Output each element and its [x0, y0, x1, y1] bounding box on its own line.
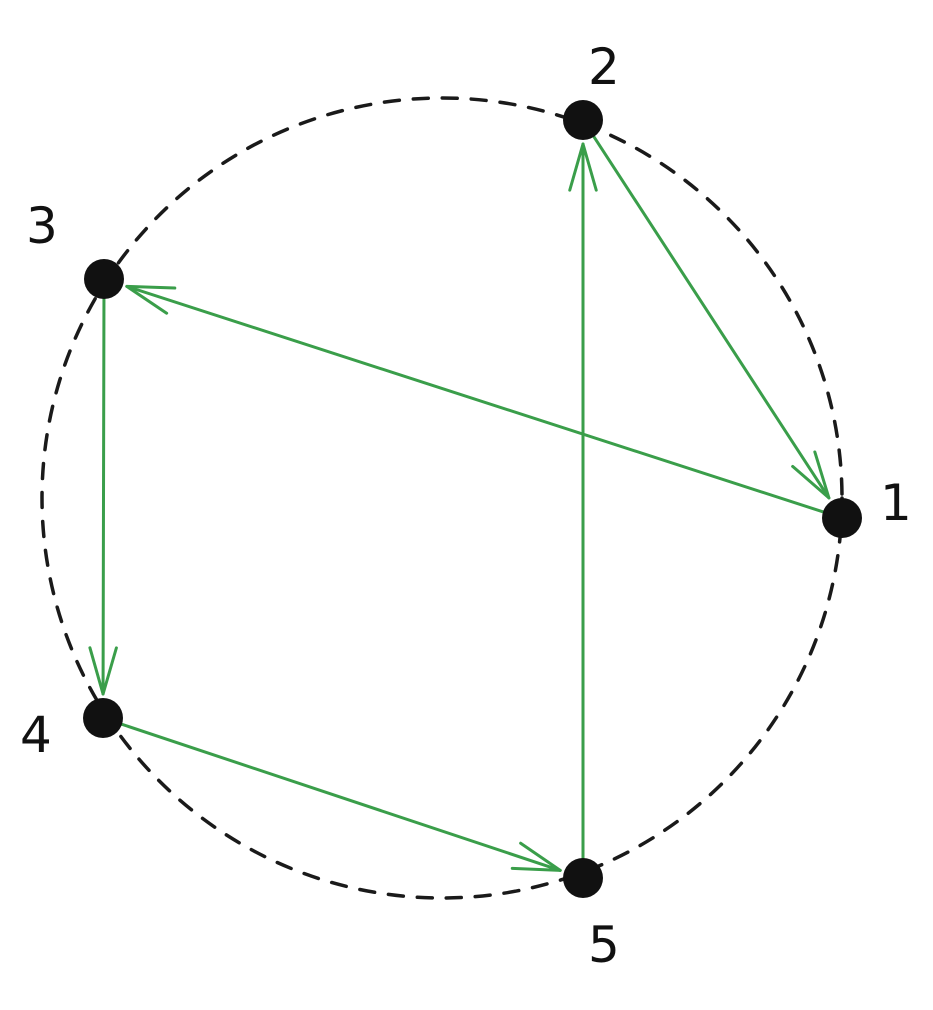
- node-1: [822, 498, 862, 538]
- node-5: [563, 858, 603, 898]
- arrowhead-icon: [88, 646, 118, 696]
- node-3: [84, 259, 124, 299]
- node-4: [83, 698, 123, 738]
- edge-1-to-3: [125, 284, 827, 514]
- node-label-2: 2: [588, 38, 620, 96]
- node-label-4: 4: [20, 706, 52, 764]
- edge-4-to-5: [118, 722, 562, 872]
- edge-3-to-4: [88, 295, 118, 696]
- edge-5-to-2: [568, 142, 598, 862]
- node-label-3: 3: [26, 197, 58, 255]
- edges-layer: [88, 133, 831, 872]
- arrowhead-icon: [125, 284, 177, 315]
- arrowhead-icon: [510, 841, 562, 872]
- edge-line: [591, 133, 831, 500]
- edge-line: [118, 722, 562, 872]
- edge-2-to-1: [591, 133, 831, 500]
- arrowhead-icon: [568, 142, 598, 192]
- node-label-5: 5: [588, 916, 620, 974]
- arrowhead-icon: [791, 450, 831, 500]
- edge-line: [125, 284, 827, 514]
- dashed-circle: [40, 96, 844, 900]
- node-label-1: 1: [880, 474, 912, 532]
- node-2: [563, 100, 603, 140]
- edge-line: [101, 295, 106, 696]
